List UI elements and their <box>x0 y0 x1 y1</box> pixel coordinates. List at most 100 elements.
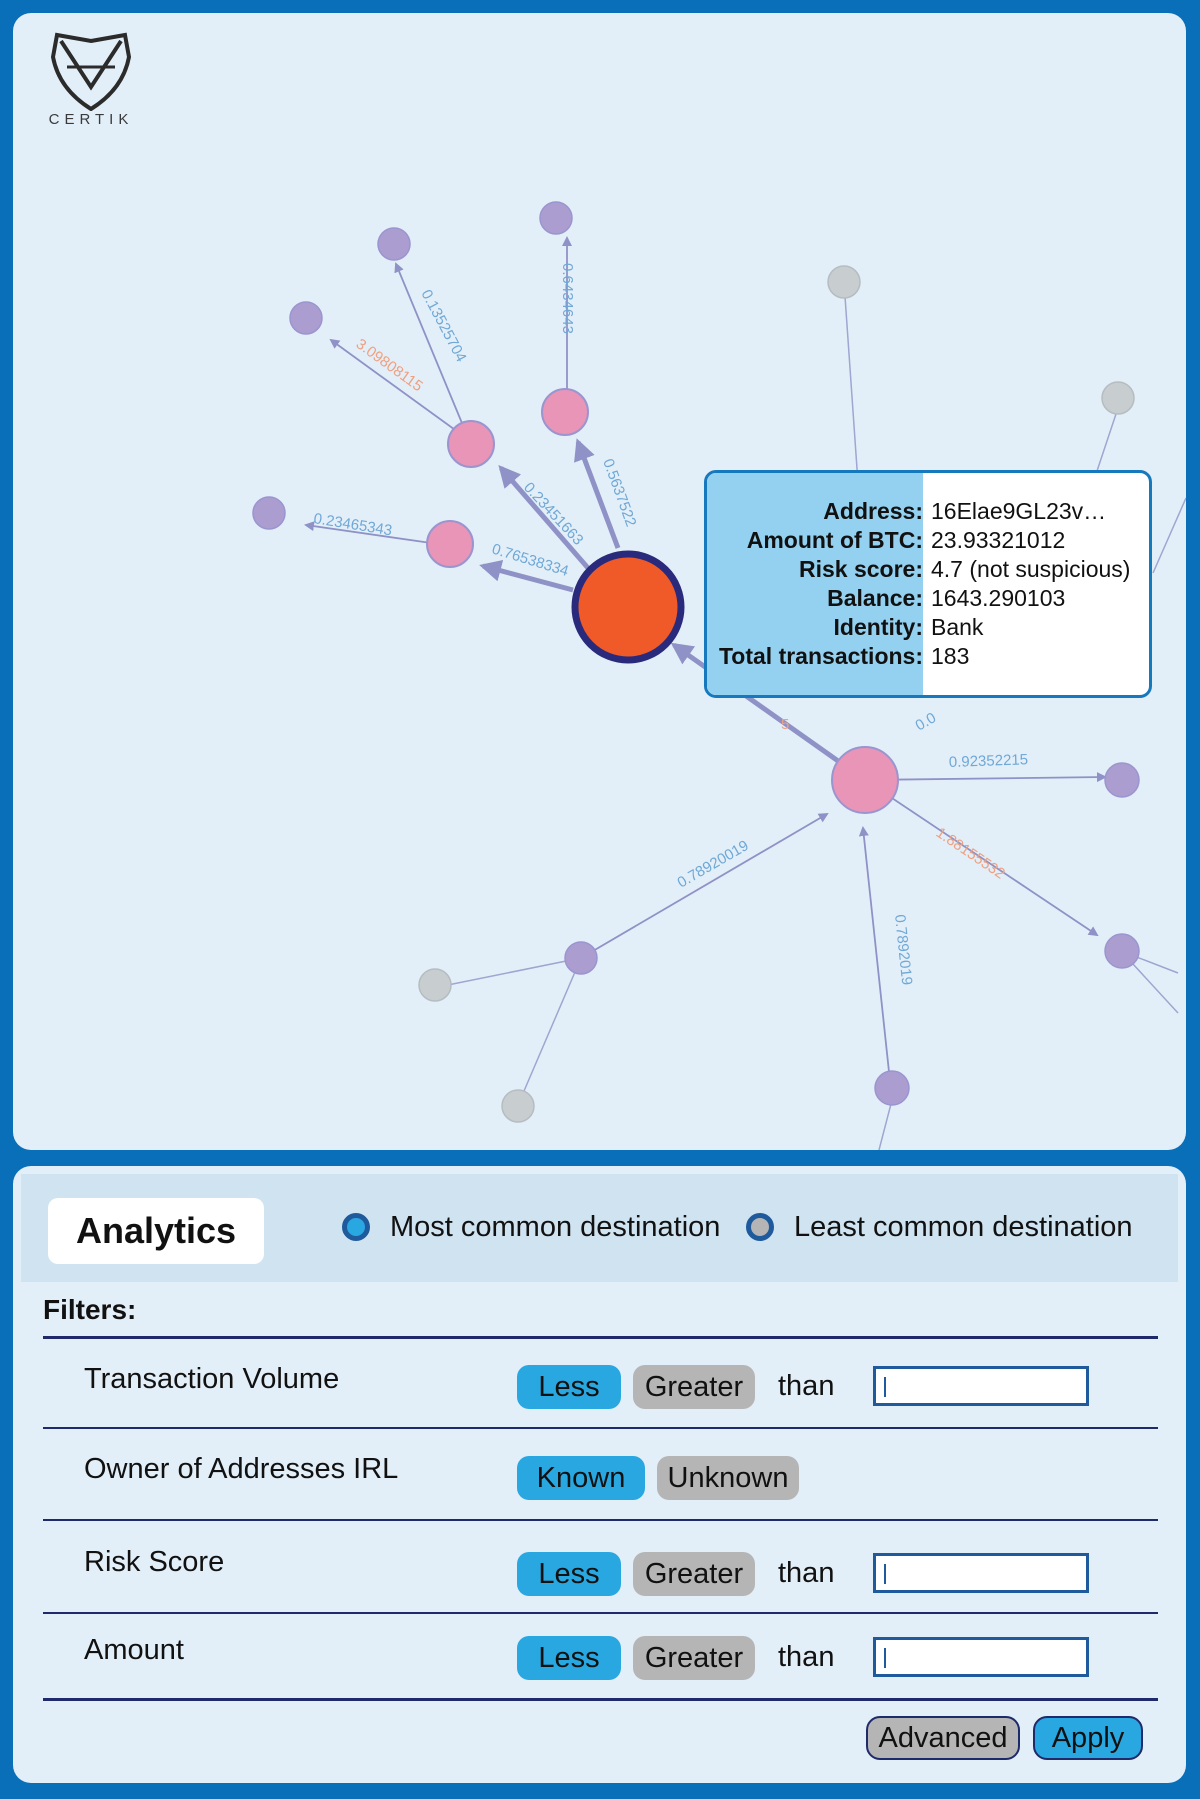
tooltip-value-transactions: 183 <box>931 643 970 669</box>
tooltip-value-balance: 1643.290103 <box>931 585 1066 611</box>
edge-label: 0.13525704 <box>417 287 469 365</box>
tab-analytics[interactable]: Analytics <box>48 1198 264 1264</box>
filter-label-owner: Owner of Addresses IRL <box>84 1453 399 1485</box>
legend-least-common: Least common destination <box>746 1205 1133 1249</box>
transaction-volume-input[interactable] <box>873 1366 1089 1406</box>
divider <box>43 1427 1158 1429</box>
edge <box>394 262 470 441</box>
graph-node-grey[interactable] <box>418 968 452 1002</box>
certik-logo-icon <box>50 32 132 112</box>
edge-grey <box>517 957 582 1106</box>
risk-score-input[interactable] <box>873 1553 1089 1593</box>
edge-major <box>479 560 574 593</box>
edge-grey <box>1152 497 1186 574</box>
graph-node-pink[interactable] <box>447 420 495 468</box>
filter-label-amount: Amount <box>84 1634 184 1666</box>
node-tooltip: Address: Amount of BTC: Risk score: Bala… <box>704 470 1152 698</box>
filter-label-transaction-volume: Transaction Volume <box>84 1363 340 1395</box>
edge-label: 0.23465343 <box>312 510 393 539</box>
divider <box>43 1698 1158 1701</box>
edge-label: 0.7892019 <box>891 914 915 986</box>
text-caret <box>884 1648 886 1668</box>
legend-dot-blue-icon <box>342 1213 370 1241</box>
edge <box>864 772 1107 783</box>
edge-major <box>574 438 621 549</box>
graph-node-purple[interactable] <box>377 227 411 261</box>
edge <box>858 826 893 1101</box>
divider <box>43 1612 1158 1614</box>
tooltip-key-amount: Amount of BTC: <box>746 527 923 553</box>
selected-node[interactable] <box>571 550 685 664</box>
than-label: than <box>778 1641 835 1673</box>
analytics-panel: Analytics Most common destination Least … <box>13 1166 1186 1783</box>
edge-major <box>498 464 590 570</box>
edge-label: 1.88155532 <box>933 824 1008 882</box>
tooltip-value-address: 16Elae9GL23v… <box>931 498 1107 524</box>
legend-label: Most common destination <box>390 1210 721 1243</box>
tooltip-value-amount: 23.93321012 <box>931 527 1066 553</box>
edge-label: 0.0 <box>913 709 940 734</box>
divider <box>43 1519 1158 1521</box>
edge-label: 0.92352215 <box>949 751 1029 771</box>
greater-button[interactable]: Greater <box>633 1365 755 1409</box>
edge <box>329 338 470 441</box>
unknown-button[interactable]: Unknown <box>657 1456 799 1500</box>
edge <box>864 779 1099 937</box>
tooltip-value-risk: 4.7 (not suspicious) <box>931 556 1131 582</box>
apply-button[interactable]: Apply <box>1033 1716 1143 1760</box>
tooltip-key-balance: Balance: <box>827 585 923 611</box>
edge-label: 5 <box>781 716 789 733</box>
tooltip-keys: Address: Amount of BTC: Risk score: Bala… <box>707 473 923 695</box>
logo-text: CERTIK <box>48 111 134 128</box>
graph-node-grey[interactable] <box>501 1089 535 1123</box>
graph-node-purple[interactable] <box>564 941 598 975</box>
graph-node-grey[interactable] <box>827 265 861 299</box>
certik-logo: CERTIK <box>41 27 141 137</box>
graph-node-pink[interactable] <box>831 746 899 814</box>
text-caret <box>884 1377 886 1397</box>
graph-node-purple[interactable] <box>289 301 323 335</box>
graph-node-purple[interactable] <box>252 496 286 530</box>
less-button[interactable]: Less <box>517 1365 621 1409</box>
divider <box>43 1336 1158 1339</box>
edge-grey <box>432 957 582 989</box>
edge-label: 0.6434643 <box>559 263 576 334</box>
tooltip-key-identity: Identity: <box>833 614 923 640</box>
tooltip-key-address: Address: <box>823 498 923 524</box>
edge <box>580 812 829 959</box>
graph-node-purple[interactable] <box>1104 933 1140 969</box>
edge <box>304 521 446 546</box>
graph-node-pink[interactable] <box>541 388 589 436</box>
analytics-header: Analytics Most common destination Least … <box>21 1174 1178 1282</box>
tooltip-values: 16Elae9GL23v… 23.93321012 4.7 (not suspi… <box>923 473 1149 695</box>
graph-node-purple[interactable] <box>1104 762 1140 798</box>
edge-label: 0.23451663 <box>520 479 586 549</box>
greater-button[interactable]: Greater <box>633 1552 755 1596</box>
text-caret <box>884 1564 886 1584</box>
legend-most-common: Most common destination <box>342 1205 720 1249</box>
graph-node-purple[interactable] <box>539 201 573 235</box>
legend-dot-grey-icon <box>746 1213 774 1241</box>
edge-label: 0.76538334 <box>490 541 571 580</box>
graph-node-pink[interactable] <box>426 520 474 568</box>
tooltip-key-transactions: Total transactions: <box>718 643 923 669</box>
graph-node-grey[interactable] <box>1101 381 1135 415</box>
legend-label: Least common destination <box>794 1210 1133 1243</box>
transaction-graph[interactable]: 0.13525704 0.6434643 3.09808115 0.234516… <box>13 13 1186 1150</box>
less-button[interactable]: Less <box>517 1636 621 1680</box>
tooltip-key-risk: Risk score: <box>798 556 923 582</box>
than-label: than <box>778 1557 835 1589</box>
edge-grey <box>843 281 859 484</box>
known-button[interactable]: Known <box>517 1456 645 1500</box>
greater-button[interactable]: Greater <box>633 1636 755 1680</box>
than-label: than <box>778 1370 835 1402</box>
filter-label-risk-score: Risk Score <box>84 1546 225 1578</box>
tooltip-value-identity: Bank <box>931 614 984 640</box>
amount-input[interactable] <box>873 1637 1089 1677</box>
less-button[interactable]: Less <box>517 1552 621 1596</box>
edge-grey <box>878 1099 893 1150</box>
graph-node-purple[interactable] <box>874 1070 910 1106</box>
filters-title: Filters: <box>43 1294 137 1325</box>
edge-label: 3.09808115 <box>353 335 426 395</box>
advanced-button[interactable]: Advanced <box>866 1716 1020 1760</box>
